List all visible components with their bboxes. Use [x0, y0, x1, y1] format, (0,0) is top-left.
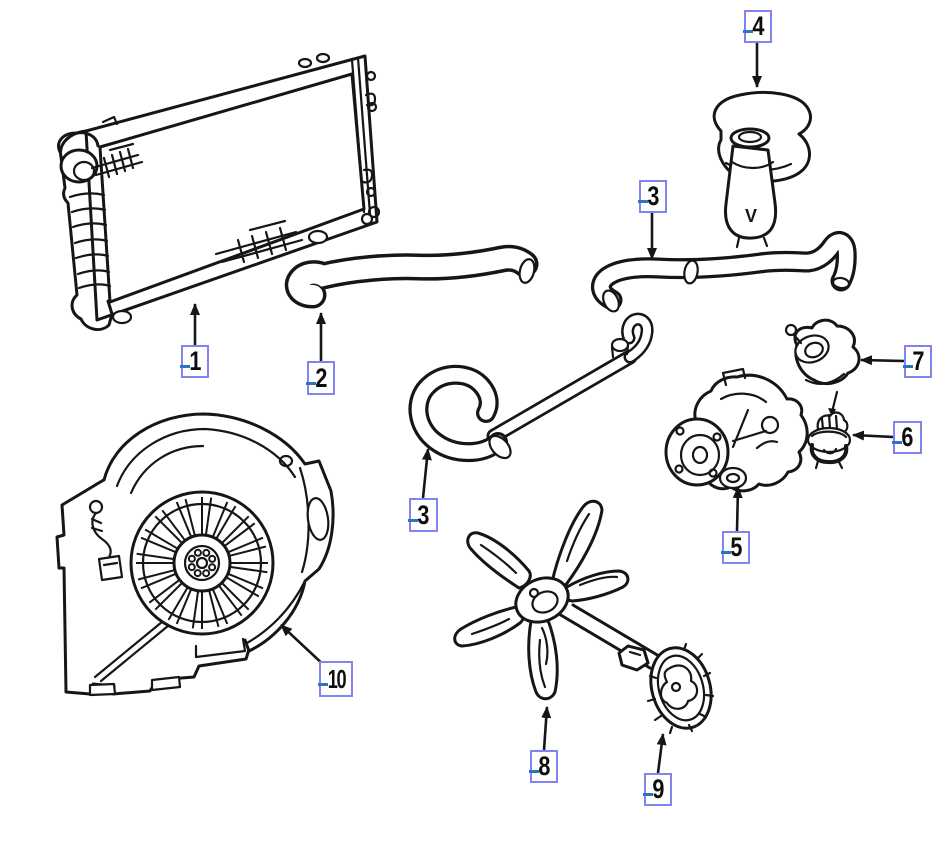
callout-arrow	[280, 624, 328, 669]
callout-fan-blade[interactable]: 8	[529, 750, 558, 783]
callout-electric-fan-assembly[interactable]: 10	[318, 661, 353, 697]
callout-arrow	[541, 706, 552, 751]
hose-clamp	[683, 259, 699, 285]
filler-neck	[57, 131, 100, 154]
fan-hub	[172, 533, 232, 593]
callout-arrow	[656, 733, 667, 774]
callout-number: 2	[315, 362, 327, 393]
callout-number: 10	[327, 664, 346, 694]
callout-dash	[318, 682, 328, 687]
coolant-recovery-tank: V	[712, 91, 812, 249]
callout-dash	[638, 199, 648, 204]
callout-dash	[408, 518, 418, 523]
callout-number: 3	[417, 499, 430, 530]
radiator	[57, 52, 381, 332]
callout-number: 8	[538, 751, 550, 781]
heater-tube-assembly	[408, 312, 654, 463]
callout-lower-radiator-hose[interactable]: 3	[638, 180, 667, 213]
fan-hub-cap	[514, 576, 570, 624]
radiator-fin-marks	[90, 142, 304, 264]
callout-thermostat-housing[interactable]: 7	[903, 345, 932, 378]
electric-fan-assembly	[55, 412, 335, 697]
fan-clutch	[557, 603, 715, 735]
callout-number: 3	[647, 181, 659, 211]
upper-radiator-hose	[284, 244, 539, 309]
callout-heater-tube-assembly[interactable]: 3	[408, 498, 438, 532]
callout-arrow	[732, 486, 743, 532]
callout-number: 9	[652, 774, 664, 804]
callout-number: 4	[752, 11, 764, 41]
callout-water-pump[interactable]: 5	[721, 531, 750, 564]
fan-hub-bolts	[187, 548, 217, 578]
callout-arrow	[852, 430, 894, 441]
lower-radiator-hose	[590, 231, 857, 313]
water-pump	[664, 367, 809, 493]
reservoir-v-marking: V	[745, 206, 757, 226]
callout-dash	[180, 364, 190, 369]
reservoir-bottle	[724, 144, 778, 240]
callout-upper-radiator-hose[interactable]: 2	[306, 361, 335, 395]
callout-arrow	[421, 448, 432, 499]
callout-fan-clutch[interactable]: 9	[643, 773, 672, 806]
callout-arrow	[860, 355, 905, 366]
callout-dash	[743, 29, 753, 34]
thermostat-housing	[784, 318, 861, 417]
clutch-hex-collar	[617, 644, 650, 672]
callout-number: 1	[189, 346, 201, 376]
thermostat	[806, 411, 852, 470]
callout-dash	[643, 792, 653, 797]
callout-number: 7	[912, 346, 924, 376]
callout-radiator[interactable]: 1	[180, 345, 209, 378]
callout-number: 6	[901, 422, 914, 452]
callout-dash	[903, 364, 913, 369]
callout-coolant-recovery-tank[interactable]: 4	[743, 10, 772, 43]
callout-number: 5	[730, 532, 742, 562]
callout-dash	[306, 381, 316, 386]
fan-wheel-spokes	[136, 497, 268, 629]
callout-dash	[529, 769, 539, 774]
radiator-left-tank	[59, 129, 114, 332]
callout-thermostat[interactable]: 6	[892, 421, 922, 454]
fan-connector	[97, 554, 124, 582]
callout-dash	[721, 550, 731, 555]
callout-dash	[892, 440, 902, 445]
